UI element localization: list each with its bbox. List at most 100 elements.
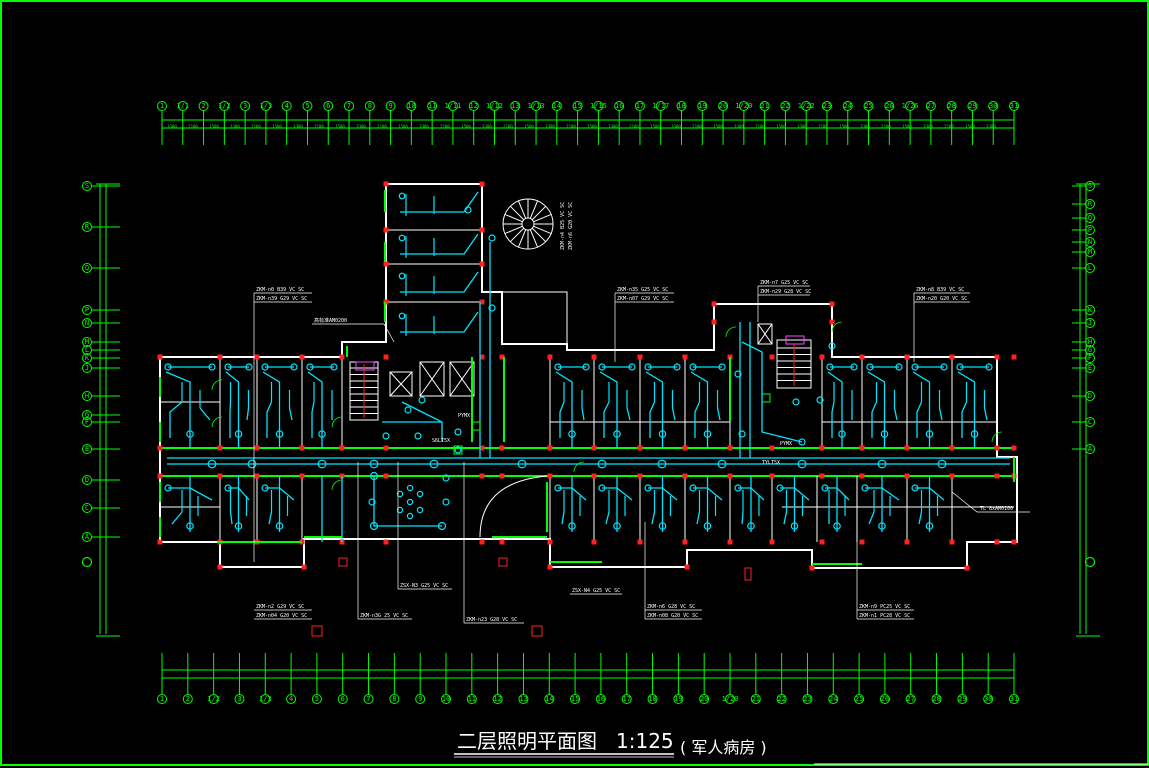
axis-bubble-14 bbox=[544, 694, 555, 704]
axis-bubble-8 bbox=[364, 101, 375, 111]
axis-label: 1/17 bbox=[652, 102, 669, 110]
axis-bubble-R bbox=[82, 222, 92, 232]
axis-bubble-4 bbox=[281, 101, 292, 111]
axis-label: R bbox=[85, 223, 90, 231]
svg-text:3300: 3300 bbox=[986, 124, 996, 129]
svg-text:2100: 2100 bbox=[692, 124, 702, 129]
label-top-mid-1: ZKM-n35 G25 VC SC bbox=[617, 287, 668, 293]
red-markers bbox=[311, 557, 752, 637]
axis-bubble-1-3 bbox=[260, 694, 271, 704]
label-bottom-4: ZKM-n23 G28 VC SC bbox=[466, 617, 517, 623]
label-top-right-2: ZKM-n20 G20 VC SC bbox=[916, 296, 967, 302]
axis-label: 9 bbox=[418, 695, 422, 703]
axis-bubble-19 bbox=[697, 101, 708, 111]
axis-label: G bbox=[1088, 346, 1092, 354]
label-top-right-1: ZKM-n8 B39 VC SC bbox=[916, 287, 964, 293]
svg-text:1500: 1500 bbox=[398, 124, 408, 129]
label-panel-4: TYLT5X bbox=[762, 460, 780, 466]
label-bottom-1b: ZKM-n04 G20 VC SC bbox=[256, 613, 307, 619]
axis-label: 28 bbox=[932, 695, 940, 703]
axis-label: 27 bbox=[907, 695, 915, 703]
axis-label: 2 bbox=[201, 102, 205, 110]
svg-text:3300: 3300 bbox=[356, 124, 366, 129]
svg-text:1500: 1500 bbox=[209, 124, 219, 129]
label-panel-1: PYMX bbox=[458, 413, 470, 419]
riser-mark-1 bbox=[355, 361, 375, 371]
axis-label: 6 bbox=[326, 102, 330, 110]
axis-bubble-29 bbox=[957, 694, 968, 704]
axis-bubble-N bbox=[82, 318, 92, 328]
axis-bubble-S bbox=[82, 181, 92, 191]
elevator-1 bbox=[389, 371, 413, 397]
svg-text:3300: 3300 bbox=[797, 124, 807, 129]
axis-bubble-17 bbox=[634, 101, 645, 111]
axis-label: 15 bbox=[571, 695, 579, 703]
svg-text:2100: 2100 bbox=[440, 124, 450, 129]
axis-bubble-6 bbox=[323, 101, 334, 111]
axis-label: 1/11 bbox=[444, 102, 461, 110]
axis-bubble-15 bbox=[572, 101, 583, 111]
axis-label: 26 bbox=[881, 695, 889, 703]
axis-bubble-31 bbox=[1009, 694, 1019, 704]
axis-label: 1/22 bbox=[798, 102, 815, 110]
svg-text:1500: 1500 bbox=[335, 124, 345, 129]
label-bottom-2: ZKM-n3G 25 VC SC bbox=[360, 613, 408, 619]
axis-label: E bbox=[1088, 364, 1092, 372]
axis-label: 1/26 bbox=[902, 102, 919, 110]
label-top-center-1: ZKM-n7 G25 VC SC bbox=[760, 280, 808, 286]
axis-bubble-1 bbox=[157, 101, 167, 111]
axis-bubble-30 bbox=[988, 101, 999, 111]
spiral-stair bbox=[502, 198, 554, 250]
axis-label: 1/13 bbox=[528, 102, 545, 110]
axis-label: F bbox=[85, 418, 89, 426]
axis-bubble-23 bbox=[821, 101, 832, 111]
axis-bubble-12 bbox=[492, 694, 503, 704]
axis-label: E bbox=[85, 445, 89, 453]
svg-text:3300: 3300 bbox=[545, 124, 555, 129]
axis-label: 28 bbox=[947, 102, 955, 110]
axis-bubble-1-2 bbox=[208, 694, 219, 704]
svg-text:1500: 1500 bbox=[965, 124, 975, 129]
axis-label: 23 bbox=[823, 102, 831, 110]
label-right-leader: TL 8xAM0100 bbox=[980, 506, 1013, 512]
axis-label: D bbox=[85, 476, 89, 484]
axis-bubble-9 bbox=[385, 101, 396, 111]
svg-text:1500: 1500 bbox=[461, 124, 471, 129]
axis-bubble-1-20 bbox=[725, 694, 735, 704]
axis-label: 1 bbox=[160, 695, 164, 703]
svg-text:2100: 2100 bbox=[566, 124, 576, 129]
axis-label: 1 bbox=[160, 102, 164, 110]
axis-bubble-K bbox=[1085, 305, 1095, 315]
label-top-center-2: ZKM-n29 G28 VC SC bbox=[760, 289, 811, 295]
axis-label: 5 bbox=[305, 102, 309, 110]
axis-label: 31 bbox=[1010, 695, 1018, 703]
drawing-subtitle: ( 军人病房 ) bbox=[680, 738, 767, 757]
axis-label: 12 bbox=[493, 695, 501, 703]
axis-label: 29 bbox=[958, 695, 966, 703]
axis-label: 25 bbox=[864, 102, 872, 110]
axis-label: L bbox=[1088, 264, 1092, 272]
axis-bubble-7 bbox=[363, 694, 374, 704]
label-top-left-1: ZKM-n0 B39 VC SC bbox=[256, 287, 304, 293]
svg-text:2100: 2100 bbox=[881, 124, 891, 129]
axis-label: C bbox=[1088, 418, 1092, 426]
lighting-circuits bbox=[164, 191, 1010, 542]
axis-label: 22 bbox=[777, 695, 785, 703]
axis-label: Q bbox=[85, 264, 89, 272]
entrance-arc bbox=[479, 475, 548, 538]
axis-bubble-11 bbox=[427, 101, 438, 111]
axis-bubble-1-13 bbox=[531, 101, 542, 111]
axis-bubble-S bbox=[1085, 181, 1095, 191]
axis-bubble-1-20 bbox=[738, 101, 749, 111]
label-riser: 高标准AM0200 bbox=[314, 317, 347, 324]
axis-label: 29 bbox=[968, 102, 976, 110]
axis-bubble-C bbox=[82, 503, 92, 513]
svg-text:2100: 2100 bbox=[188, 124, 198, 129]
axis-bubble-5 bbox=[311, 694, 322, 704]
label-bottom-7a: ZKM-n9 PC25 VC SC bbox=[859, 604, 910, 610]
svg-text:1500: 1500 bbox=[587, 124, 597, 129]
axis-label: S bbox=[85, 182, 89, 190]
label-stair-2: ZKM-n6 G20 VC SC bbox=[568, 202, 574, 250]
axis-label: 6 bbox=[341, 695, 345, 703]
